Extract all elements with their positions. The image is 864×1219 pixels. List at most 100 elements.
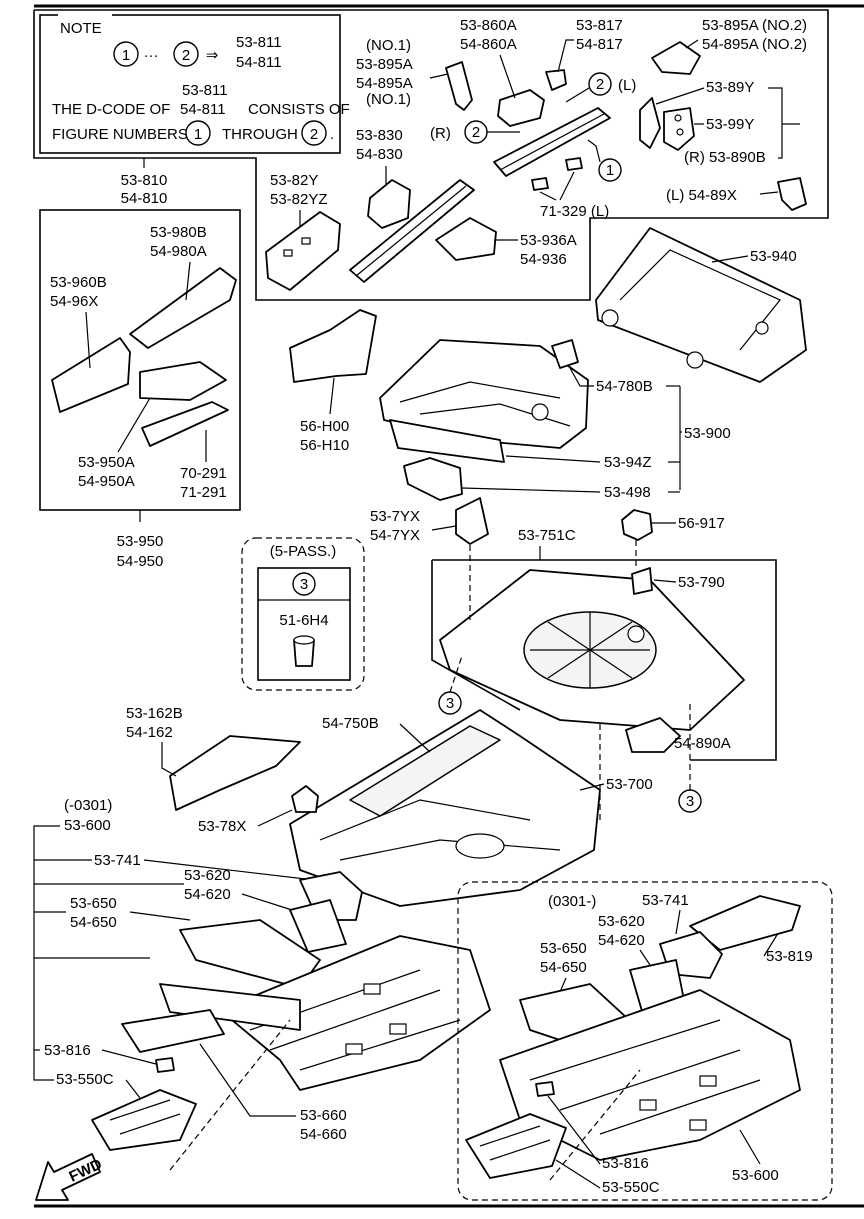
label-54-780b: 54-780B	[596, 378, 653, 395]
bracket-53-82y	[265, 211, 341, 291]
bracket-54-89x	[777, 177, 807, 211]
bracket-53-550c-a	[91, 1089, 197, 1151]
leader-650-b	[559, 977, 567, 993]
hole-82y-b	[301, 237, 311, 245]
crossmember-53-94z	[389, 419, 505, 463]
bracket-53-7yx	[455, 497, 489, 545]
label-no1-b: (NO.1)	[366, 91, 411, 108]
label-53-82yz: 53-82YZ	[270, 191, 328, 208]
rail-part-1-edge	[499, 113, 605, 171]
note-code-2: 54-811	[236, 54, 282, 71]
early-label-part: 53-600	[64, 817, 111, 834]
note-title-gap	[58, 12, 112, 22]
label-53-99y: 53-99Y	[706, 116, 754, 133]
label-53-830: 53-830	[356, 127, 403, 144]
callout-2-r-num: 2	[472, 124, 480, 141]
bracket-56-h00	[289, 309, 377, 383]
callout-1	[598, 158, 622, 182]
leader-940	[711, 255, 749, 263]
label-53-741-a: 53-741	[94, 852, 141, 869]
hole-99y-a	[674, 114, 682, 122]
pass5-callout-num: 3	[300, 576, 308, 593]
bracket-53-89y	[639, 97, 661, 149]
label-54-980a: 54-980A	[150, 243, 207, 260]
panel-53-980b	[129, 267, 237, 349]
bracket-53-936a	[435, 217, 497, 261]
dash-later-floor	[549, 1069, 641, 1181]
pass5-inner-box	[257, 567, 351, 681]
note-circle-4	[301, 120, 327, 146]
hole-600b-c	[689, 1119, 707, 1131]
label-53-751c: 53-751C	[518, 527, 576, 544]
note-range-dots: ···	[144, 47, 159, 64]
pass5-callout	[292, 572, 316, 596]
label-54-936: 54-936	[520, 251, 567, 268]
left-group-label-2: 54-950	[117, 553, 164, 570]
label-54-830: 54-830	[356, 146, 403, 163]
leader-741-a	[143, 859, 315, 881]
bracket-89y-890b	[768, 87, 783, 159]
label-53-817: 53-817	[576, 17, 623, 34]
note-circle-1	[113, 41, 139, 67]
label-54-650-b: 54-650	[540, 959, 587, 976]
early-bracket	[33, 825, 60, 1081]
bracket-54-780b	[551, 339, 579, 369]
label-53-650-a: 53-650	[70, 895, 117, 912]
label-53-550c-a: 53-550C	[56, 1071, 114, 1088]
floor-53-600-b-ribs	[529, 1019, 761, 1135]
leader-h00	[329, 377, 335, 415]
leader-700	[579, 783, 605, 791]
nut-56-917	[621, 509, 653, 541]
spare-tire-well-ribs	[530, 612, 650, 688]
clip-71-329-a	[565, 157, 583, 171]
label-53-78x: 53-78X	[198, 818, 246, 835]
leader-162b	[161, 742, 177, 777]
bracket-53-620-a	[289, 899, 347, 953]
left-group-label-1: 53-950	[117, 533, 164, 550]
leader-550c-b	[555, 1159, 601, 1189]
label-53-550c-b: 53-550C	[602, 1179, 660, 1196]
label-54-860a: 54-860A	[460, 36, 517, 53]
label-54-895a-no2: 54-895A (NO.2)	[702, 36, 807, 53]
floor-53-600-a	[219, 935, 491, 1091]
note-line2-num1: 1	[194, 126, 202, 143]
note-title: NOTE	[60, 20, 102, 37]
note-box	[39, 14, 341, 154]
bracket-53-162b	[169, 735, 301, 811]
label-71-291: 71-291	[180, 484, 227, 501]
note-line2-mid: THROUGH	[222, 126, 298, 143]
label-53-960b: 53-960B	[50, 274, 107, 291]
label-53-600-b: 53-600	[732, 1167, 779, 1184]
label-70-291: 70-291	[180, 465, 227, 482]
leader-816-a	[101, 1049, 157, 1065]
pass5-title: (5-PASS.)	[270, 543, 336, 560]
label-54-620-b: 54-620	[598, 932, 645, 949]
label-56-917: 56-917	[678, 515, 725, 532]
label-53-895a: 53-895A	[356, 56, 413, 73]
label-53-890b: (R) 53-890B	[684, 149, 766, 166]
early-label: (-0301)	[64, 797, 112, 814]
upper-group-label-1: 53-810	[121, 172, 168, 189]
later-box-title: (0301-)	[548, 893, 596, 910]
label-53-790: 53-790	[678, 574, 725, 591]
label-54-89x: (L) 54-89X	[666, 187, 737, 204]
clip-51-6h4-head	[293, 635, 315, 645]
leader-960b	[85, 311, 91, 369]
bracket-53-78x	[291, 785, 319, 813]
label-53-895a-no2: 53-895A (NO.2)	[702, 17, 807, 34]
hole-600b-b	[699, 1075, 717, 1087]
floor-front-a	[159, 983, 301, 1031]
label-53-7yx: 53-7YX	[370, 508, 420, 525]
leader-600-b	[739, 1129, 761, 1165]
bracket-53-895a-no1	[445, 61, 473, 111]
panel-53-940	[595, 227, 807, 383]
label-56-h00: 56-H00	[300, 418, 349, 435]
clip-53-817	[545, 69, 567, 91]
hole-940-b	[686, 351, 704, 369]
bracket-53-895a-no2	[651, 41, 701, 75]
hole-82y-a	[283, 249, 293, 257]
leader-816-b	[547, 1095, 601, 1165]
upper-group-box	[33, 9, 829, 301]
bracket-53-498	[403, 457, 463, 501]
